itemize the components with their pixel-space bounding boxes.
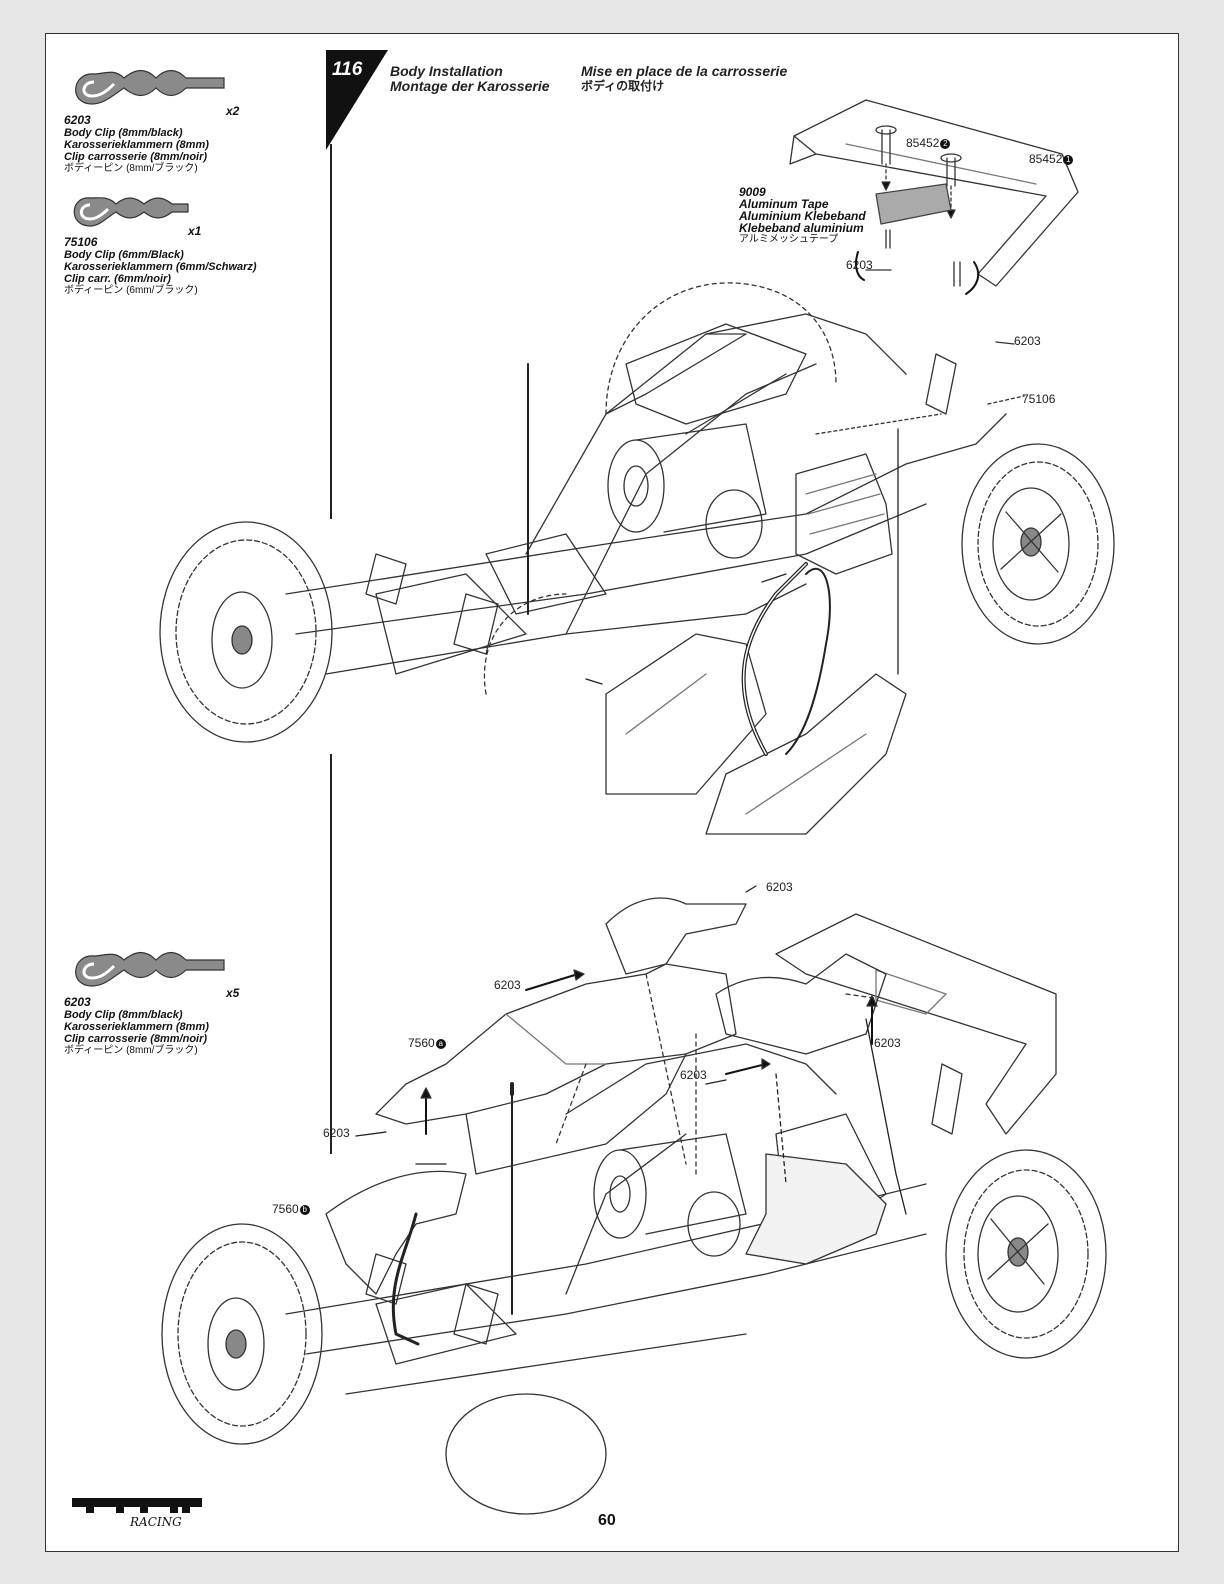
body-clip-6mm-icon xyxy=(73,197,189,227)
front-wheel-top xyxy=(159,521,333,743)
title-jp: ボディの取付け xyxy=(581,79,665,93)
rear-wheel-top xyxy=(961,443,1115,645)
qty-label: x5 xyxy=(226,986,240,1000)
callout-clip-left: 6203 xyxy=(323,1126,350,1140)
callout-mark-a: a xyxy=(435,1039,446,1049)
desc-jp: ボディーピン (8mm/ブラック) xyxy=(64,1045,198,1056)
part-number: 75106 xyxy=(64,235,98,249)
step-title-left: Body Installation Montage der Karosserie xyxy=(390,64,550,94)
title-fr: Mise en place de la carrosserie xyxy=(581,63,788,79)
desc-de: Karosserieklammern (8mm) xyxy=(64,139,209,151)
title-en: Body Installation xyxy=(390,63,503,79)
step-number: 116 xyxy=(332,59,363,80)
rear-wing xyxy=(793,99,1079,287)
step-title-right: Mise en place de la carrosserie ボディの取付け xyxy=(581,64,787,94)
callout-number: 85452 xyxy=(1029,152,1063,166)
desc-en: Body Clip (8mm/black) xyxy=(64,1009,183,1021)
body-clip-8mm-icon xyxy=(75,951,225,987)
desc-fr: Clip carrosserie (8mm/noir) xyxy=(64,151,208,163)
chassis-top xyxy=(285,313,1007,675)
callout-clip-right: 6203 xyxy=(680,1068,707,1082)
aluminum-tape-label: 9009 Aluminum Tape Aluminium Klebeband K… xyxy=(739,186,866,246)
hpi-racing-logo: RACING xyxy=(72,1498,202,1529)
callout-number: 7560 xyxy=(272,1202,299,1216)
page-number: 60 xyxy=(598,1512,616,1529)
callout-number: 85452 xyxy=(906,136,940,150)
callout-clip-a: 6203 xyxy=(846,258,873,272)
callout-mark-b: b xyxy=(299,1205,310,1215)
tape-fr: Klebeband aluminium xyxy=(739,221,864,235)
callout-clip-b: 6203 xyxy=(1014,334,1041,348)
body-shells-bottom xyxy=(325,897,887,1346)
callout-number: 7560 xyxy=(408,1036,435,1050)
front-wheel-bottom xyxy=(161,1223,607,1515)
desc-fr: Clip carr. (6mm/noir) xyxy=(64,273,171,285)
rear-wheel-bottom xyxy=(945,1149,1107,1359)
callout-clip-upper-left: 6203 xyxy=(494,978,521,992)
callout-clip-c: 75106 xyxy=(1022,392,1056,406)
divider-line-top xyxy=(330,144,332,519)
side-guards-top xyxy=(585,428,907,835)
callout-clip-top: 6203 xyxy=(766,880,793,894)
assembly-drawing xyxy=(159,99,1115,1515)
callout-clip-mid: 6203 xyxy=(874,1036,901,1050)
callout-mark-2: 2 xyxy=(940,139,951,149)
part-75106: x1 75106 Body Clip (6mm/Black) Karosseri… xyxy=(64,186,304,297)
qty-label: x1 xyxy=(188,224,202,238)
desc-en: Body Clip (6mm/Black) xyxy=(64,249,184,261)
callout-mark-1: 1 xyxy=(1063,155,1074,165)
qty-label: x2 xyxy=(226,104,240,118)
svg-text:RACING: RACING xyxy=(129,1515,182,1529)
body-clip-8mm-icon xyxy=(75,69,225,105)
part-number: 6203 xyxy=(64,995,91,1009)
desc-en: Body Clip (8mm/black) xyxy=(64,127,183,139)
tape-number: 9009 xyxy=(739,185,766,199)
part-6203-top: x2 6203 Body Clip (8mm/black) Karosserie… xyxy=(64,62,304,175)
desc-jp: ボディーピン (6mm/ブラック) xyxy=(64,285,198,296)
divider-line-bottom xyxy=(330,754,332,1154)
part-6203-bottom: x5 6203 Body Clip (8mm/black) Karosserie… xyxy=(64,944,304,1057)
tape-de: Aluminium Klebeband xyxy=(739,209,866,223)
desc-fr: Clip carrosserie (8mm/noir) xyxy=(64,1033,208,1045)
tape-en: Aluminum Tape xyxy=(739,197,829,211)
desc-de: Karosserieklammern (6mm/Schwarz) xyxy=(64,261,257,273)
desc-jp: ボディーピン (8mm/ブラック) xyxy=(64,163,198,174)
title-de: Montage der Karosserie xyxy=(390,78,550,94)
step-number-flag xyxy=(326,50,388,150)
wing-mount-posts xyxy=(875,125,962,219)
part-number: 6203 xyxy=(64,113,91,127)
manual-page: x2 6203 Body Clip (8mm/black) Karosserie… xyxy=(45,33,1179,1552)
desc-de: Karosserieklammern (8mm) xyxy=(64,1021,209,1033)
tape-jp: アルミメッシュテープ xyxy=(739,234,839,245)
aluminum-tape xyxy=(875,183,952,225)
